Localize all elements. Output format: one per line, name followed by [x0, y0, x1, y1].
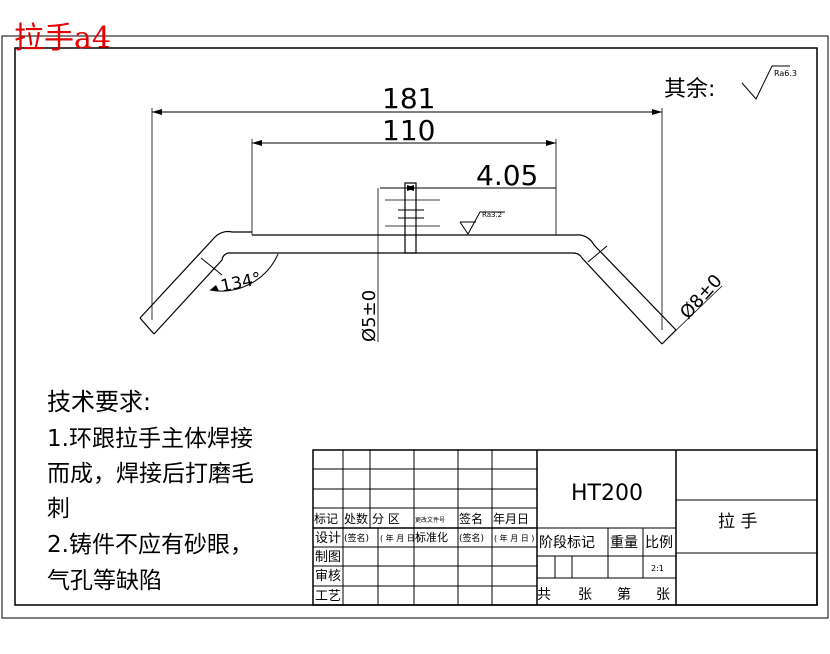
row-design: 设计 — [315, 531, 341, 546]
outer-border — [1, 35, 829, 619]
scale-label: 比例 — [645, 535, 673, 551]
center-boss — [377, 182, 440, 254]
general-roughness-value: Ra6.3 — [774, 69, 797, 78]
standard-date: ( 年 月 日 ) — [494, 533, 534, 543]
tech-req-title: 技术要求: — [47, 388, 151, 416]
design-sign: (签名) — [344, 532, 369, 544]
weight-label: 重量 — [610, 535, 638, 551]
row-drawing: 制图 — [315, 550, 341, 565]
tech-req-line: 2.铸件不应有砂眼， — [47, 532, 253, 558]
sheet-number-prefix: 第 — [617, 586, 631, 603]
roughness-symbol-general — [741, 65, 790, 100]
material-label: HT200 — [571, 481, 643, 506]
header-change-doc: 更改文件号 — [415, 516, 445, 524]
row-standard: 标准化 — [415, 530, 448, 544]
tech-req-line: 1.环跟拉手主体焊接 — [47, 426, 253, 452]
dim-diameter-rod-value: Ø8±0 — [676, 271, 727, 324]
dim-offset — [380, 185, 556, 191]
header-mark: 标记 — [314, 512, 338, 526]
surface-roughness-value: Ra3.2 — [482, 211, 502, 219]
standard-sign: (签名) — [459, 532, 484, 544]
row-review: 审核 — [315, 569, 341, 584]
dim-straight-length — [251, 139, 557, 235]
dim-angle — [209, 253, 279, 292]
header-signature: 签名 — [459, 511, 483, 526]
dim-straight-length-value: 110 — [382, 114, 435, 147]
part-name: 拉 手 — [718, 512, 757, 532]
sheet-number-suffix: 张 — [656, 587, 670, 603]
general-roughness-prefix: 其余: — [664, 77, 715, 102]
row-process: 工艺 — [315, 589, 341, 604]
header-date: 年月日 — [493, 512, 529, 526]
tech-req-line: 刺 — [47, 496, 70, 522]
dim-diameter-rod-leader — [667, 285, 723, 339]
dim-angle-value: 134° — [219, 269, 263, 297]
dim-diameter-small-value: Ø5±0 — [359, 290, 380, 342]
tech-req-line: 而成，焊接后打磨毛 — [47, 461, 254, 487]
dim-offset-value: 4.05 — [476, 159, 538, 192]
header-zone: 分 区 — [372, 512, 400, 526]
scale-value: 2:1 — [651, 564, 664, 573]
dim-overall-length-value: 181 — [382, 82, 435, 115]
title-block — [312, 449, 818, 606]
tech-req-line: 气孔等缺陷 — [47, 568, 162, 594]
design-date: ( 年 月 日 ) — [380, 533, 420, 543]
stage-mark-label: 阶段标记 — [539, 535, 595, 551]
header-count: 处数 — [344, 511, 368, 526]
sheet-total-prefix: 共 — [537, 587, 551, 603]
sheet-total-suffix: 张 — [578, 587, 592, 603]
technical-requirements: 技术要求: 1.环跟拉手主体焊接 而成，焊接后打磨毛 刺 2.铸件不应有砂眼， … — [47, 388, 254, 594]
roughness-symbol-surface — [459, 211, 505, 235]
handle-rod — [139, 230, 677, 345]
dim-overall-length — [151, 108, 663, 330]
sheet-label: 拉手a4 — [14, 21, 111, 56]
